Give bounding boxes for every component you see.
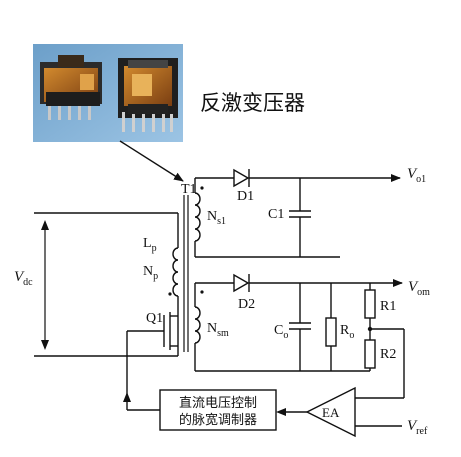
- t1-label: T1: [181, 182, 197, 197]
- ns1-label: Ns1: [207, 209, 226, 227]
- ea-label: EA: [322, 405, 340, 420]
- pointer-arrow: [119, 140, 184, 182]
- transformer-left-image: [40, 55, 102, 120]
- input-rails: [34, 212, 179, 357]
- vref-label: Vref: [407, 418, 428, 437]
- pwm-label-line1: 直流电压控制: [179, 396, 257, 411]
- secondary1-winding: [194, 186, 204, 242]
- transformer-photo: [33, 44, 183, 142]
- d1-label: D1: [237, 189, 254, 204]
- q1-label: Q1: [146, 311, 163, 326]
- vo1-label: Vo1: [407, 166, 426, 185]
- r1-label: R1: [380, 299, 396, 314]
- outputm-circuit: [194, 273, 405, 399]
- vom-label: Vom: [408, 279, 430, 298]
- c1-label: C1: [268, 207, 284, 222]
- output1-circuit: [194, 168, 401, 258]
- diode-d2-symbol: [233, 273, 250, 293]
- diode-d1-symbol: [233, 168, 250, 188]
- d2-label: D2: [238, 297, 255, 312]
- secondarym-dot: [200, 290, 204, 294]
- transformer-right-image: [118, 58, 178, 132]
- photo-caption: 反激变压器: [200, 91, 305, 115]
- error-amplifier: [276, 386, 402, 438]
- transformer-core: [183, 195, 189, 352]
- np-label: Np: [143, 264, 158, 282]
- pwm-controller-block: [159, 389, 277, 431]
- nsm-label: Nsm: [207, 321, 229, 339]
- lp-label: Lp: [143, 236, 157, 254]
- primary-dot: [168, 292, 172, 296]
- r2-label: R2: [380, 347, 396, 362]
- ro-label: Ro: [340, 323, 354, 341]
- vdc-label: Vdc: [14, 269, 33, 288]
- secondarym-winding: [194, 290, 204, 344]
- co-label: Co: [274, 323, 288, 341]
- secondary1-dot: [200, 186, 204, 190]
- gate-drive-line: [123, 392, 160, 411]
- vdc-arrow: [41, 220, 49, 350]
- switch-q1: [126, 307, 179, 410]
- pwm-label-line2: 的脉宽调制器: [179, 412, 257, 428]
- primary-winding: [168, 228, 179, 307]
